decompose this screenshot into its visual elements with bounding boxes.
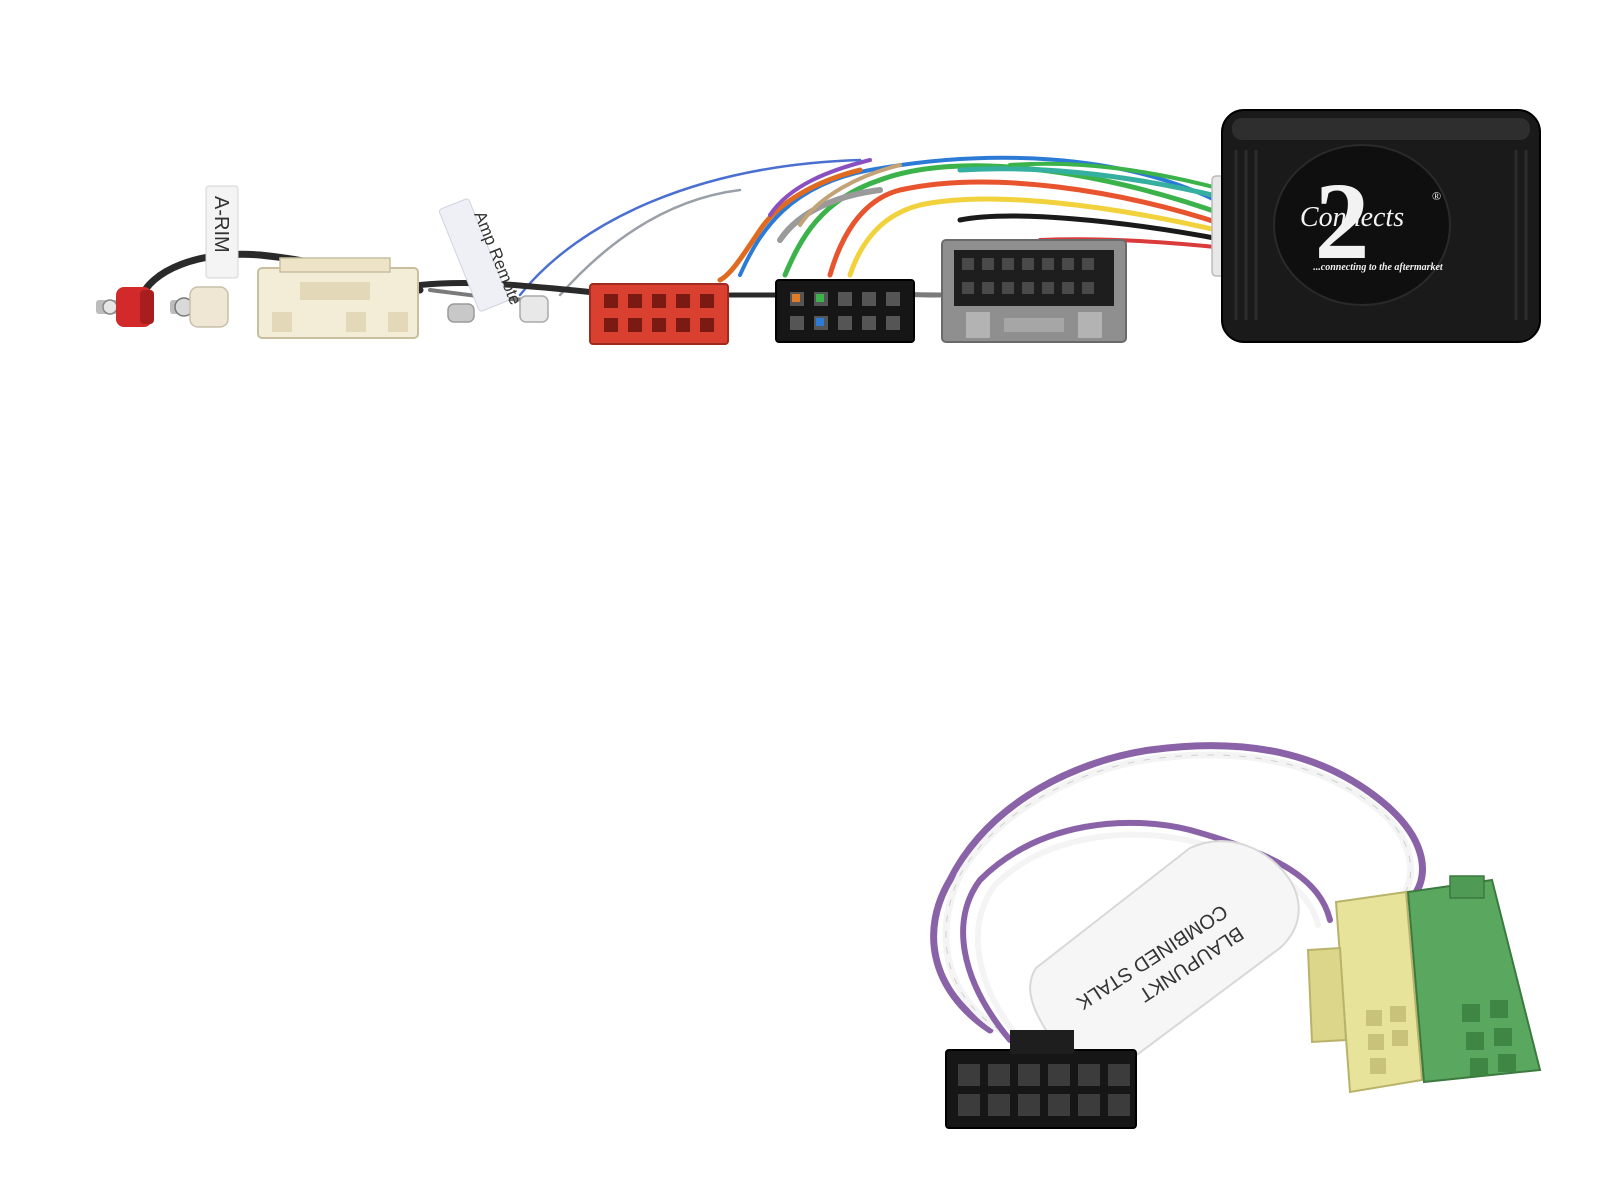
logo-numeral: 2 <box>1315 160 1370 282</box>
interface-module: 2 Connects ® ...connecting to the afterm… <box>1211 109 1541 343</box>
rca-plug-white <box>170 286 229 328</box>
blaupunkt-label-sleeve: COMBINED STALK BLAUPUNKT <box>1029 840 1300 1067</box>
yellow-mini-iso-connector <box>1306 890 1424 1094</box>
white-connector <box>257 257 419 339</box>
wire-bundle <box>136 155 1228 304</box>
lower-harness: COMBINED STALK BLAUPUNKT <box>930 742 1542 1129</box>
registered-mark: ® <box>1432 189 1441 203</box>
tagline: ...connecting to the aftermarket <box>1313 262 1444 273</box>
a-rim-label-tag: A-RIM <box>205 185 239 279</box>
grey-plug <box>447 295 549 323</box>
black-iso-connector <box>775 279 915 343</box>
upper-harness: A-RIM Amp Remote <box>96 109 1541 345</box>
logo-text: Connects <box>1300 202 1404 233</box>
red-iso-connector <box>589 283 729 345</box>
green-mini-iso-connector <box>1406 875 1542 1084</box>
black-12-pin-connector <box>945 1030 1137 1129</box>
rca-plug-red <box>96 287 154 327</box>
a-rim-label-text: A-RIM <box>210 196 232 253</box>
grey-vehicle-connector <box>941 239 1127 343</box>
